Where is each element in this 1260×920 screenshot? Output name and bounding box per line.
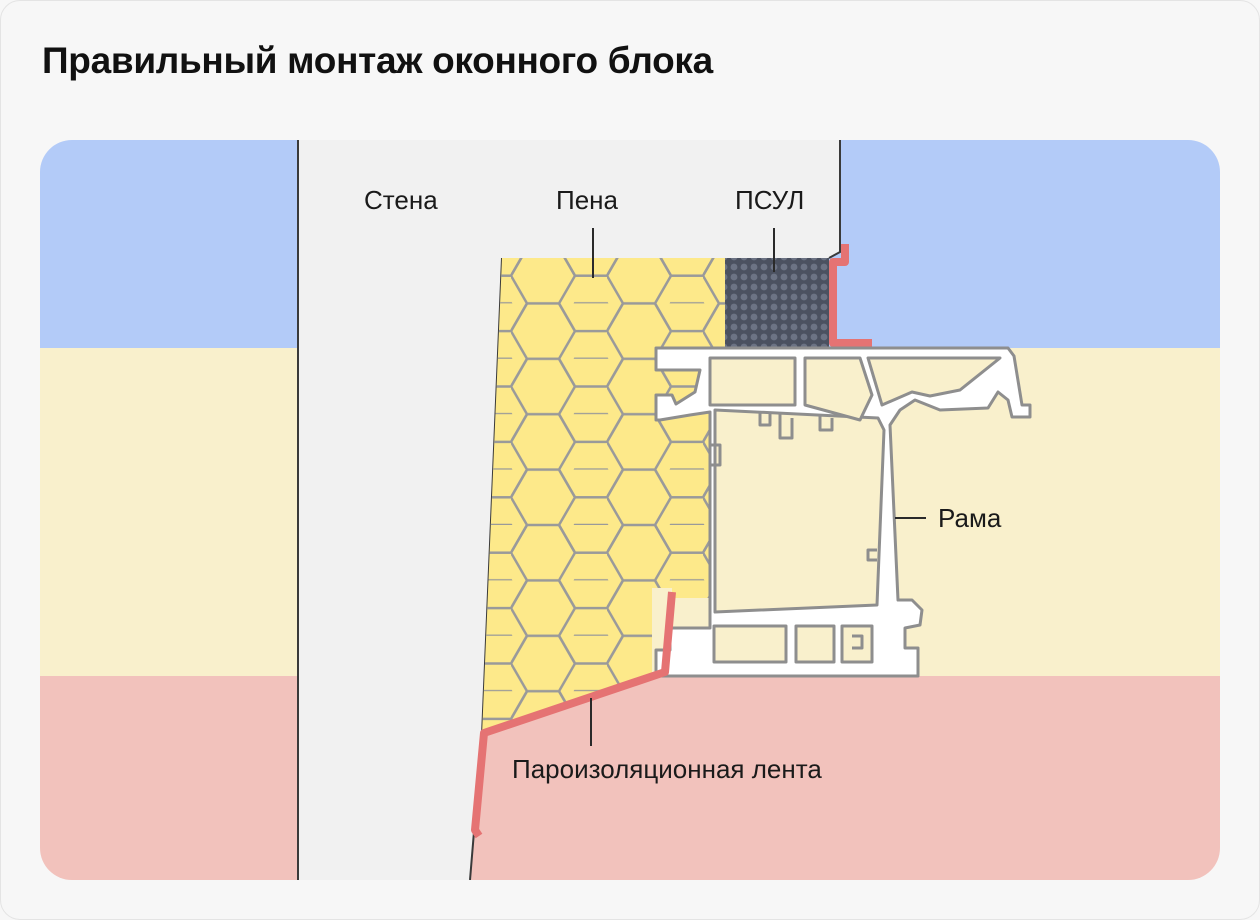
page-title: Правильный монтаж оконного блока [42,40,713,81]
frame-label: Рама [938,503,1002,533]
outer-seal [829,244,872,347]
vapor-barrier-tape [471,591,676,839]
window-frame [654,346,1032,678]
wall-label: Стена [364,185,438,215]
indoor-zone [40,676,1220,880]
wall [298,140,840,880]
wall-edge-right [828,140,841,259]
psul-texture [725,258,829,348]
vapor-tape-label: Пароизоляционная лента [512,754,822,784]
foam-label: Пена [556,185,619,215]
psul-label: ПСУЛ [735,185,804,215]
